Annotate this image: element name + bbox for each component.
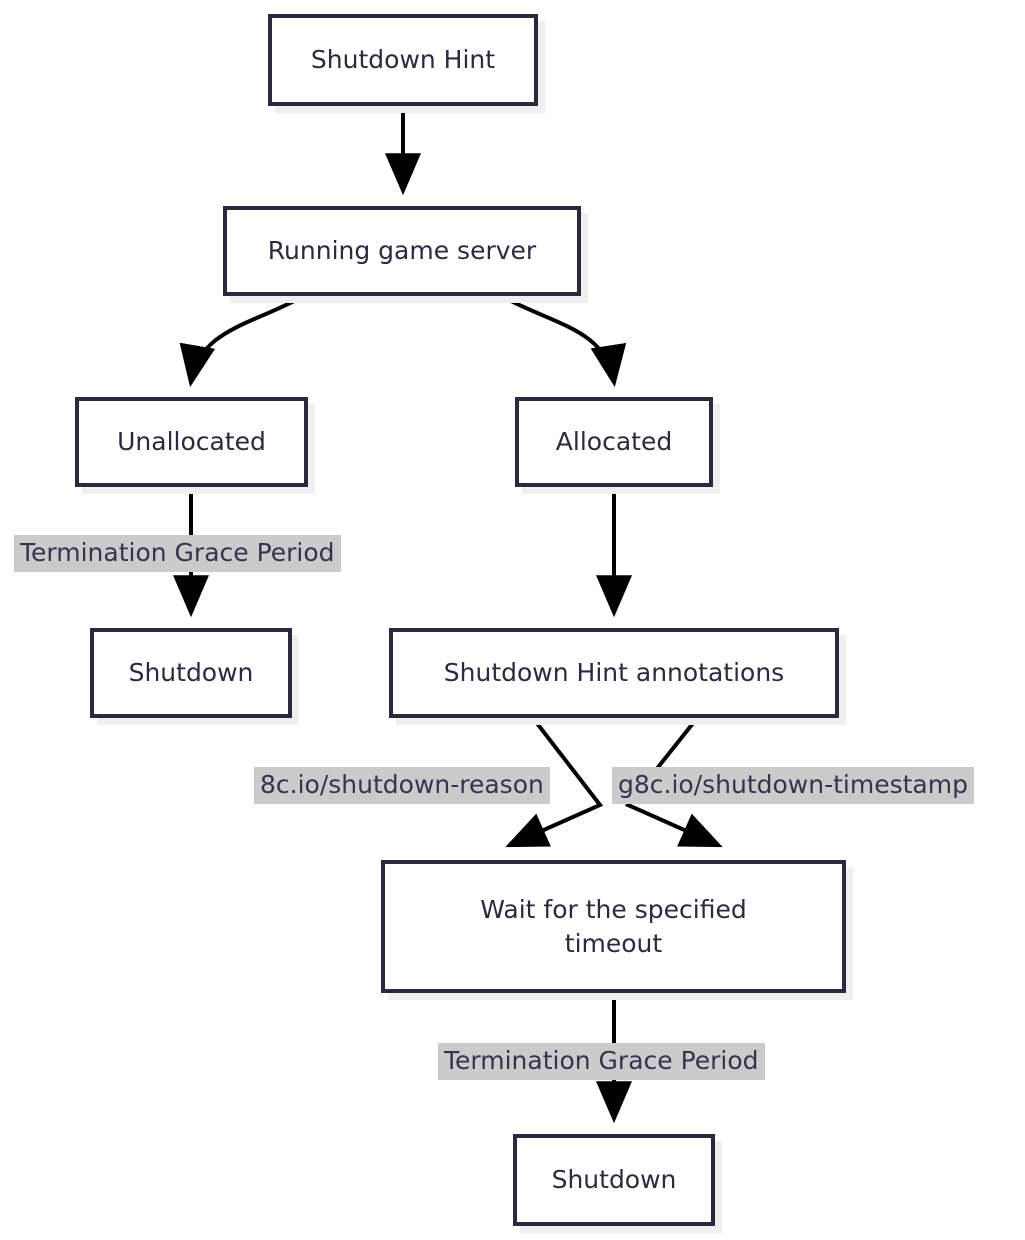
- node-unallocated[interactable]: Unallocated: [75, 397, 308, 487]
- node-shutdown-hint[interactable]: Shutdown Hint: [268, 14, 538, 106]
- node-running-game-server[interactable]: Running game server: [223, 206, 581, 296]
- edge-label-termination-grace-period-left: Termination Grace Period: [14, 535, 341, 572]
- node-label: Shutdown: [128, 658, 254, 688]
- node-label: Shutdown Hint: [310, 45, 496, 75]
- node-shutdown-hint-annotations[interactable]: Shutdown Hint annotations: [389, 628, 839, 718]
- node-label: Allocated: [555, 427, 673, 457]
- node-shutdown-bottom[interactable]: Shutdown: [513, 1134, 715, 1226]
- node-wait-for-specified-timeout[interactable]: Wait for the specified timeout: [381, 860, 846, 993]
- node-shutdown-left[interactable]: Shutdown: [90, 628, 292, 718]
- node-label: Running game server: [267, 236, 537, 266]
- edge-label-shutdown-timestamp: g8c.io/shutdown-timestamp: [612, 767, 974, 804]
- node-allocated[interactable]: Allocated: [515, 397, 713, 487]
- node-label: Wait for the specified timeout: [480, 894, 747, 958]
- node-label: Unallocated: [117, 427, 266, 457]
- node-label: Shutdown: [551, 1165, 677, 1195]
- edge-running-to-allocated: [504, 296, 627, 388]
- edge-label-termination-grace-period-bottom: Termination Grace Period: [438, 1043, 765, 1080]
- node-label: Shutdown Hint annotations: [443, 658, 785, 688]
- edge-running-to-unallocated: [179, 296, 301, 388]
- edge-label-shutdown-reason: 8c.io/shutdown-reason: [254, 767, 550, 804]
